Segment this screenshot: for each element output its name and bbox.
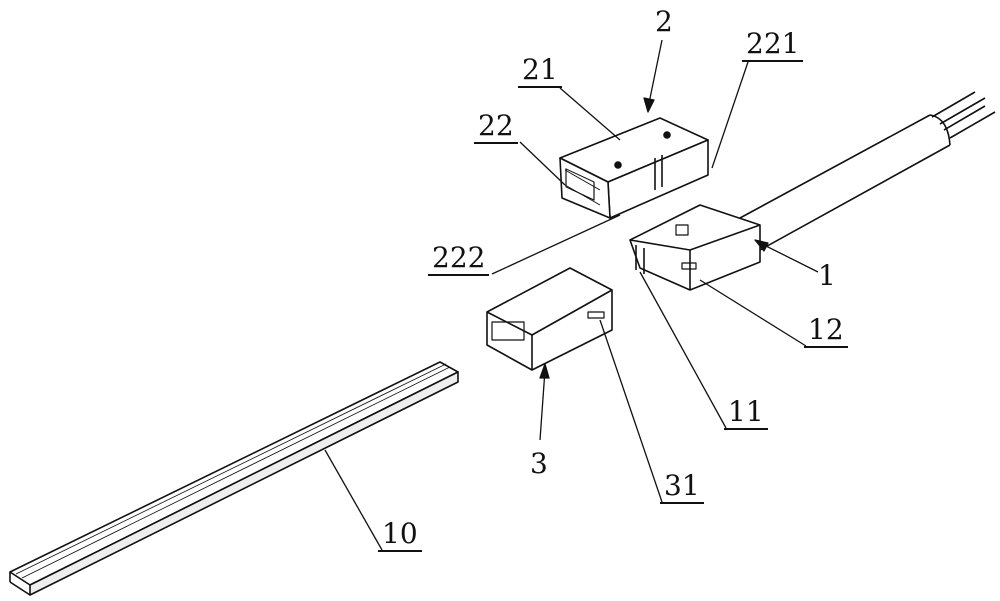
cover-2 bbox=[559, 117, 709, 219]
label-11: 11 bbox=[724, 398, 768, 430]
label-2: 2 bbox=[655, 5, 673, 38]
label-22: 22 bbox=[474, 112, 518, 144]
label-3: 3 bbox=[530, 447, 548, 480]
label-1: 1 bbox=[818, 259, 836, 292]
light-strip-10 bbox=[9, 361, 459, 596]
label-10: 10 bbox=[378, 520, 422, 552]
label-12: 12 bbox=[804, 316, 848, 348]
socket-3 bbox=[486, 267, 613, 371]
label-21: 21 bbox=[518, 56, 562, 88]
label-31: 31 bbox=[660, 472, 704, 504]
plug-1 bbox=[629, 91, 996, 291]
label-222: 222 bbox=[428, 244, 490, 276]
leader-lines bbox=[324, 39, 819, 551]
label-221: 221 bbox=[742, 30, 804, 62]
